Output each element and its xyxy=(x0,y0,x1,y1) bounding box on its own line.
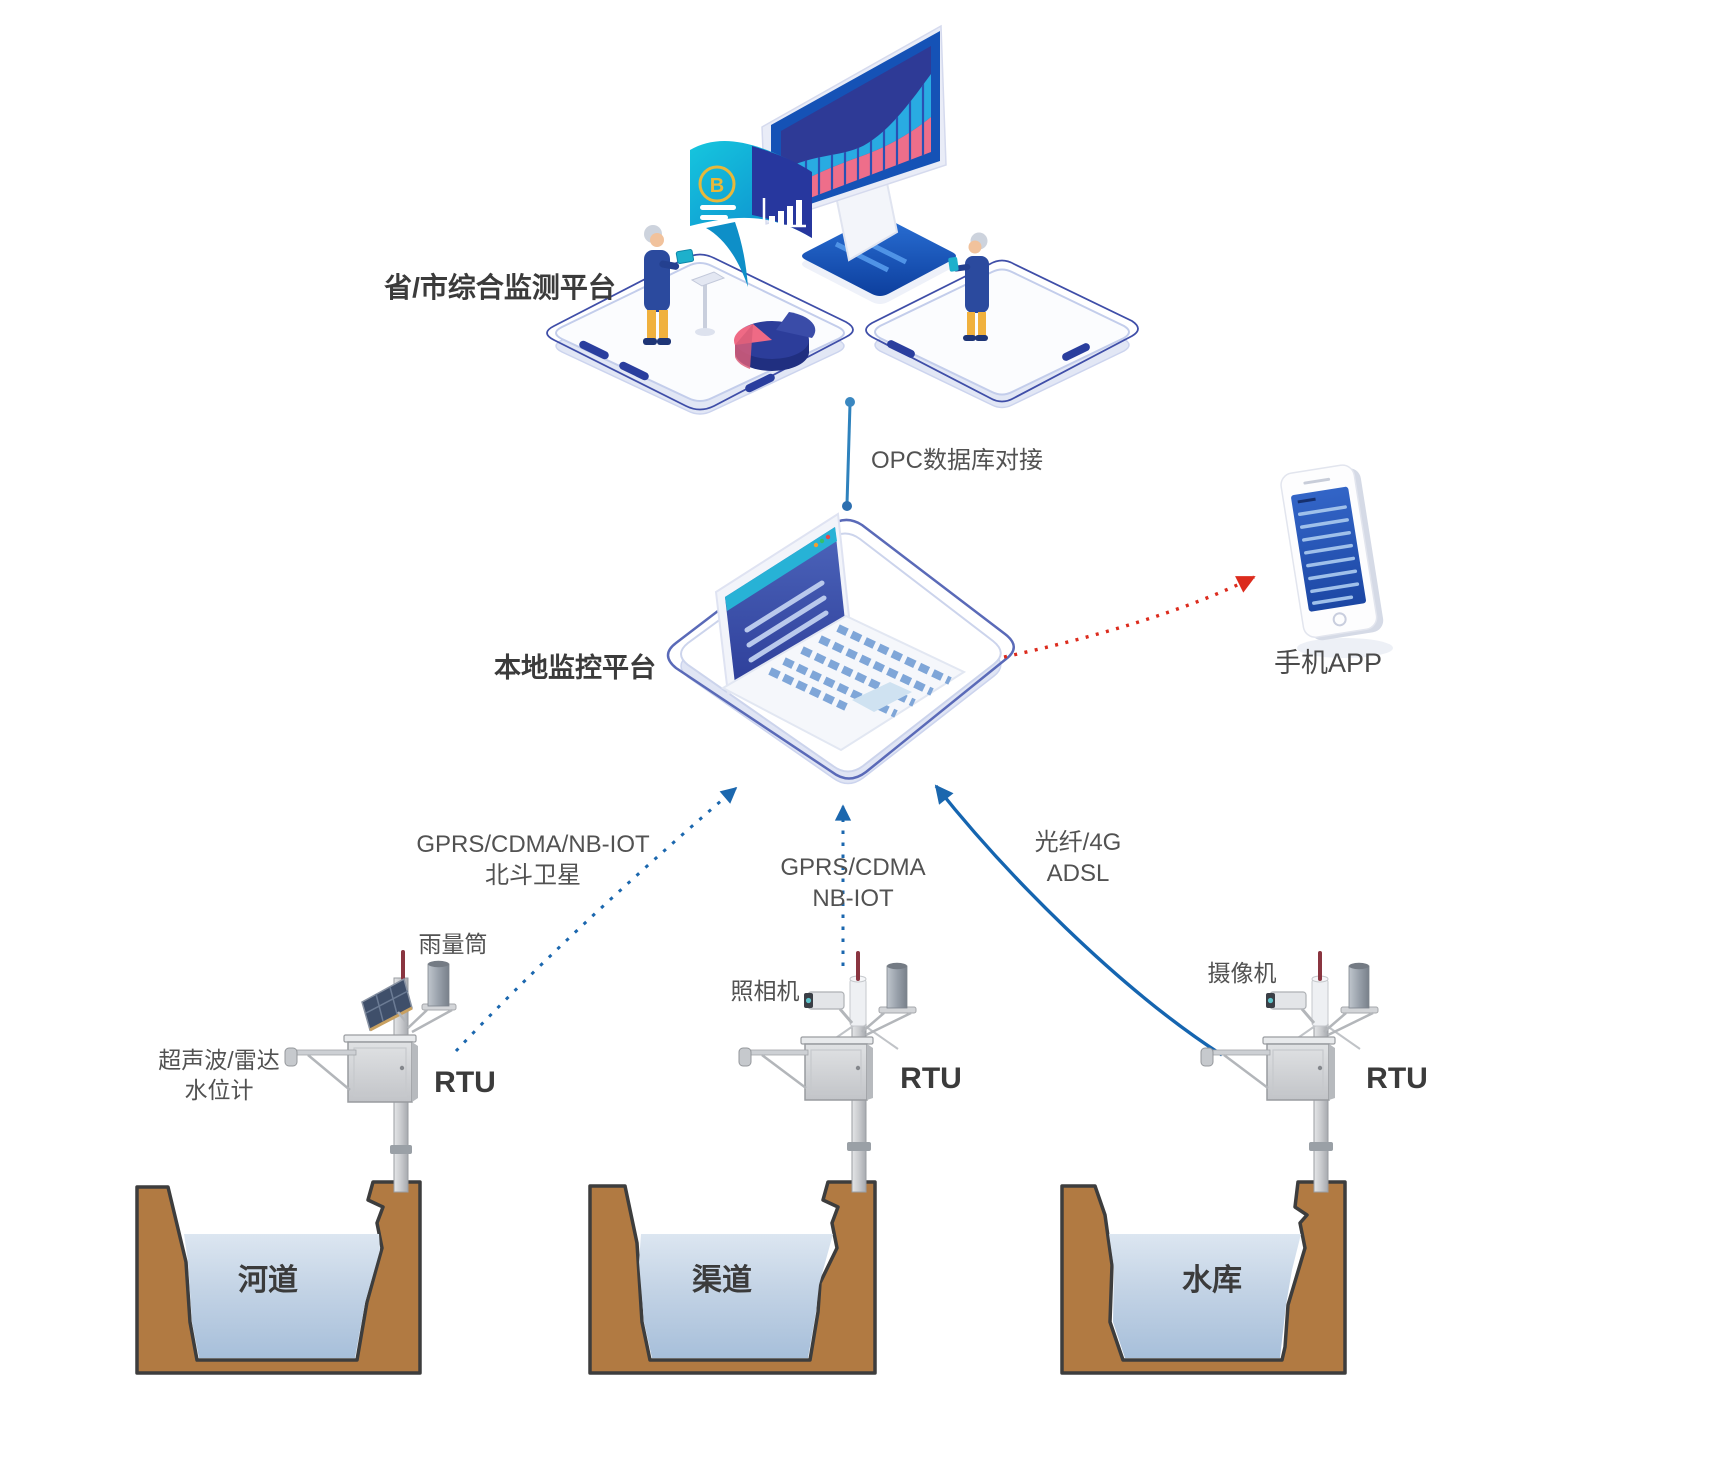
water-level-sensor-arm xyxy=(284,1047,357,1091)
phone-shadow xyxy=(1297,638,1393,658)
provincial-platform-label: 省/市综合监测平台 xyxy=(384,272,616,303)
home-button-icon xyxy=(1332,612,1347,627)
canal-cross-section xyxy=(588,1180,877,1375)
laptop-touchpad xyxy=(852,682,912,712)
platform-right xyxy=(865,259,1139,409)
bitcoin-banner: B xyxy=(690,141,812,287)
person-right xyxy=(948,232,989,341)
station-river xyxy=(284,950,457,1193)
mini-bar-chart-icon xyxy=(762,198,806,228)
arrow-left-gprs xyxy=(454,786,738,1053)
rtu-label-canal: RTU xyxy=(900,1062,962,1095)
link-middle-line1: GPRS/CDMA xyxy=(780,854,926,881)
rtu-label-river: RTU xyxy=(434,1066,496,1099)
site-label-river: 河道 xyxy=(238,1264,298,1297)
link-left-line1: GPRS/CDMA/NB-IOT xyxy=(416,831,650,858)
phone-illustration xyxy=(1280,464,1384,641)
river-cross-section xyxy=(135,1180,422,1375)
link-middle-line2: NB-IOT xyxy=(812,885,894,912)
laptop-keyboard-deck xyxy=(720,614,967,752)
monitor-base xyxy=(802,216,956,304)
reservoir-cross-section xyxy=(1060,1180,1347,1375)
rtu-label-reservoir: RTU xyxy=(1366,1062,1428,1095)
rain-gauge-label: 雨量筒 xyxy=(418,931,488,957)
site-label-reservoir: 水库 xyxy=(1182,1264,1242,1297)
laptop-illustration xyxy=(666,512,1015,785)
pole-clamp xyxy=(390,1145,412,1154)
provincial-platform-illustration: B xyxy=(546,24,1139,415)
mobile-app-label: 手机APP xyxy=(1273,648,1383,678)
link-middle-label: GPRS/CDMA NB-IOT xyxy=(780,852,925,914)
bitcoin-icon: B xyxy=(698,165,736,203)
link-left-label: GPRS/CDMA/NB-IOT 北斗卫星 xyxy=(416,829,649,891)
link-right-label: 光纤/4G ADSL xyxy=(1035,827,1122,889)
opc-connector-line xyxy=(842,397,855,511)
person-left xyxy=(643,225,695,345)
svg-text:B: B xyxy=(710,175,724,197)
water-level-sensor-label: 超声波/雷达 水位计 xyxy=(158,1047,280,1103)
site-label-canal: 渠道 xyxy=(692,1264,752,1297)
antenna-icon xyxy=(401,950,405,980)
rain-gauge-icon xyxy=(407,960,457,1034)
rtu-cabinet xyxy=(343,1034,418,1103)
arrow-right-fiber xyxy=(934,784,1223,1057)
link-left-line2: 北斗卫星 xyxy=(485,862,581,889)
local-platform-label: 本地监控平台 xyxy=(494,653,656,683)
reservoir-camera-label: 摄像机 xyxy=(1207,960,1277,986)
link-right-line1: 光纤/4G xyxy=(1034,829,1122,856)
pedestal xyxy=(690,271,726,336)
link-right-line2: ADSL xyxy=(1046,860,1110,887)
pie-chart-icon xyxy=(733,312,816,371)
solar-panel-icon xyxy=(361,977,413,1032)
arrow-to-mobile-app xyxy=(1003,575,1256,659)
opc-link-label: OPC数据库对接 xyxy=(870,447,1044,474)
canal-camera-label: 照相机 xyxy=(730,978,800,1004)
